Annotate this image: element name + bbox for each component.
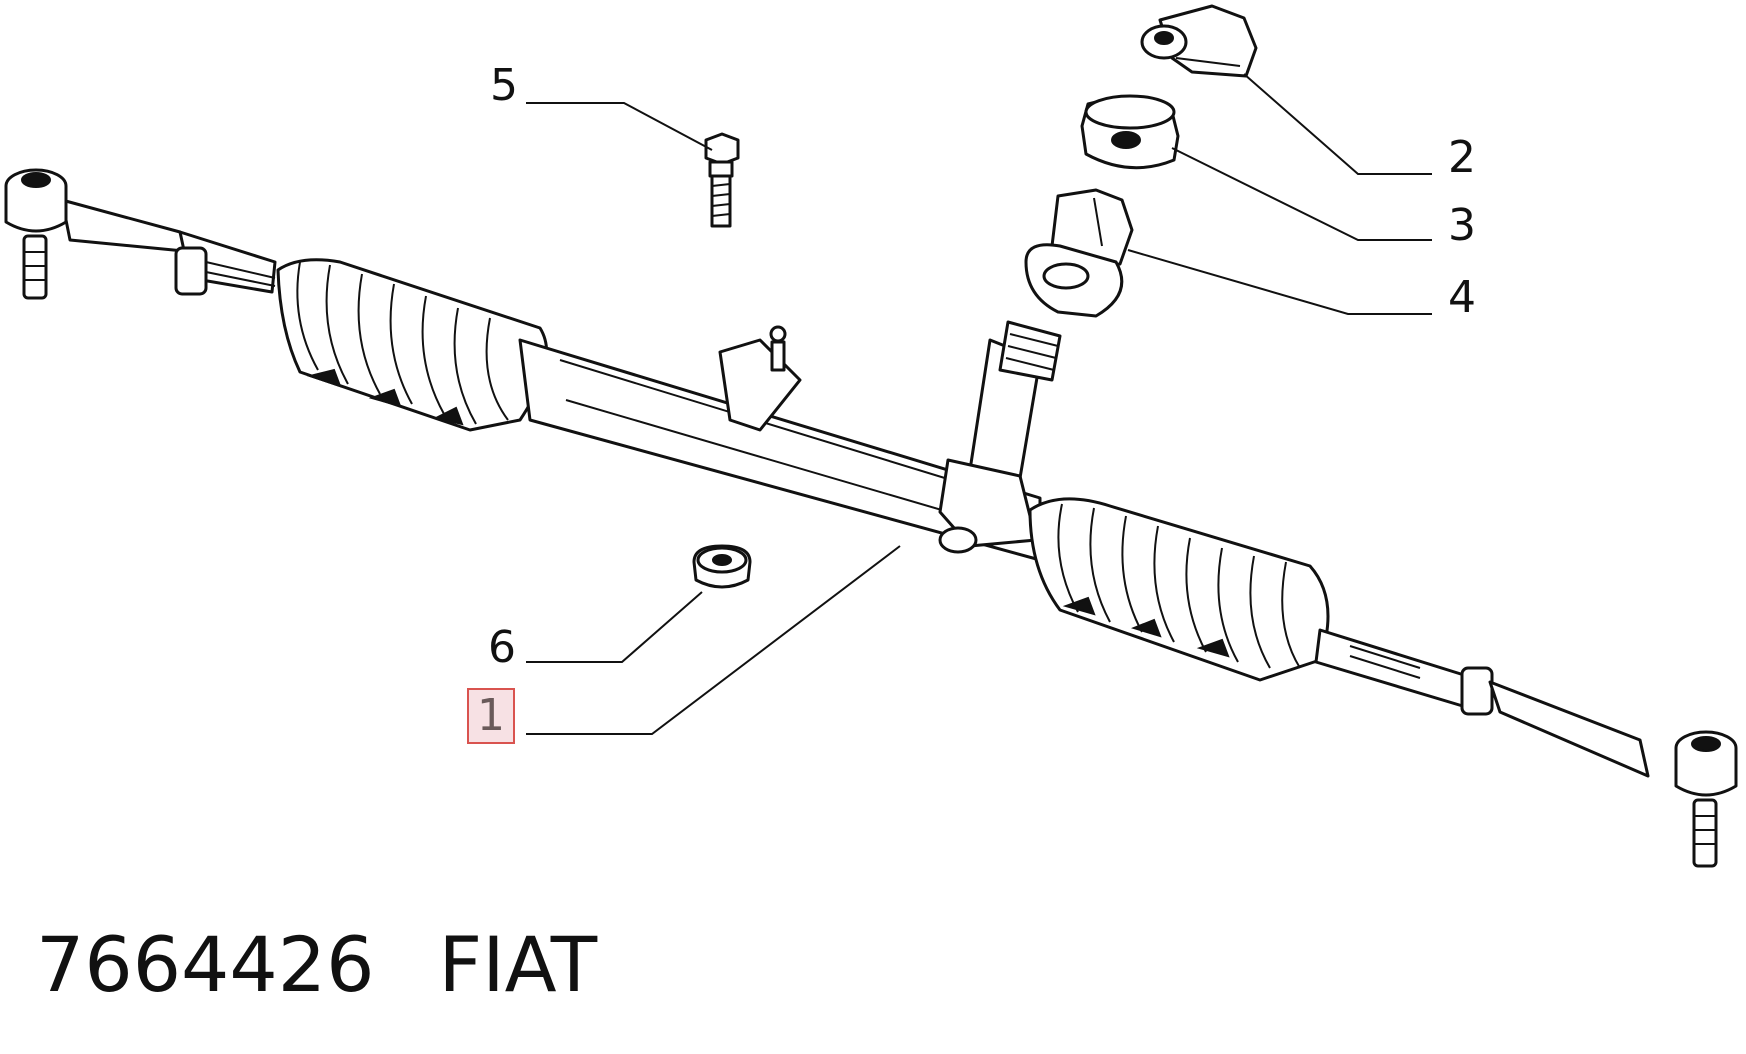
leader-line-3 [1171, 147, 1432, 241]
callout-5[interactable]: 5 [490, 60, 518, 111]
part-2-clamp-bracket [1140, 4, 1258, 78]
callout-6[interactable]: 6 [488, 622, 516, 673]
leader-line-1 [526, 545, 901, 735]
callout-3[interactable]: 3 [1448, 200, 1476, 251]
rack-housing [518, 320, 1062, 562]
callout-2[interactable]: 2 [1448, 132, 1476, 183]
brand-name: FIAT [438, 920, 598, 1009]
callout-4[interactable]: 4 [1448, 272, 1476, 323]
callout-1-highlighted[interactable]: 1 [467, 688, 515, 744]
leader-line-4 [1127, 249, 1432, 315]
leader-line-2 [1243, 73, 1432, 175]
part-4-sleeve [1024, 188, 1134, 318]
left-tie-rod-end [4, 168, 277, 300]
leader-line-5 [526, 102, 713, 151]
part-number: 7664426 [36, 920, 375, 1009]
part-3-bushing [1080, 94, 1180, 170]
right-bellows [1028, 497, 1330, 682]
part-6-nut [692, 544, 752, 589]
leader-line-6 [526, 591, 703, 663]
right-tie-rod-end [1314, 628, 1738, 868]
leader-lines [526, 73, 1432, 735]
part-caption: 7664426 FIAT [36, 920, 597, 1010]
left-bellows [276, 258, 549, 432]
part-5-bolt [704, 132, 740, 228]
